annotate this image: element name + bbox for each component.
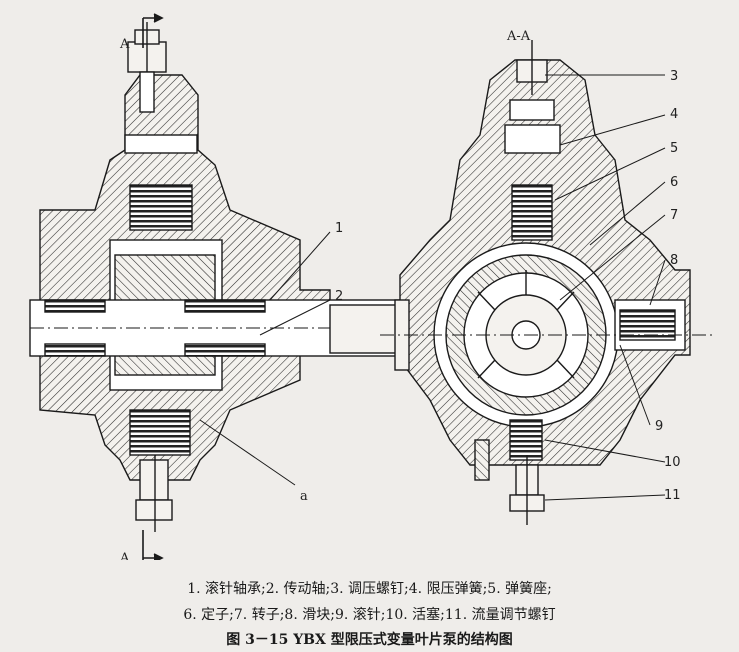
section-label-bottom: A xyxy=(119,551,130,560)
part-label-10: 10 xyxy=(664,455,681,470)
section-label-right: A-A xyxy=(506,29,531,44)
part-label-4: 4 xyxy=(670,107,678,122)
pump-structure-drawing: A A a 1 2 xyxy=(29,13,715,560)
part-label-6: 6 xyxy=(670,175,678,190)
section-marker-bottom xyxy=(142,530,164,560)
legend-line-1: 1. 滚针轴承;2. 传动轴;3. 调压螺钉;4. 限压弹簧;5. 弹簧座; xyxy=(187,581,552,597)
part-label-1: 1 xyxy=(335,221,343,236)
side-mark-a: a xyxy=(300,489,308,504)
part-label-7: 7 xyxy=(670,208,678,223)
part-label-9: 9 xyxy=(655,419,663,434)
left-sectional-view xyxy=(29,22,405,532)
right-leader-lines xyxy=(544,74,666,501)
left-leader-lines xyxy=(199,231,331,486)
part-label-2: 2 xyxy=(335,289,343,304)
section-marker-top xyxy=(142,13,164,48)
section-label-top: A xyxy=(119,37,130,52)
part-label-5: 5 xyxy=(670,141,678,156)
part-label-3: 3 xyxy=(670,69,678,84)
part-label-11: 11 xyxy=(664,488,681,503)
part-label-8: 8 xyxy=(670,253,678,268)
figure-title: 图 3－15 YBX 型限压式变量叶片泵的结构图 xyxy=(226,632,513,648)
legend-line-2: 6. 定子;7. 转子;8. 滑块;9. 滚针;10. 活塞;11. 流量调节螺… xyxy=(183,607,556,623)
right-sectional-view xyxy=(394,40,691,525)
